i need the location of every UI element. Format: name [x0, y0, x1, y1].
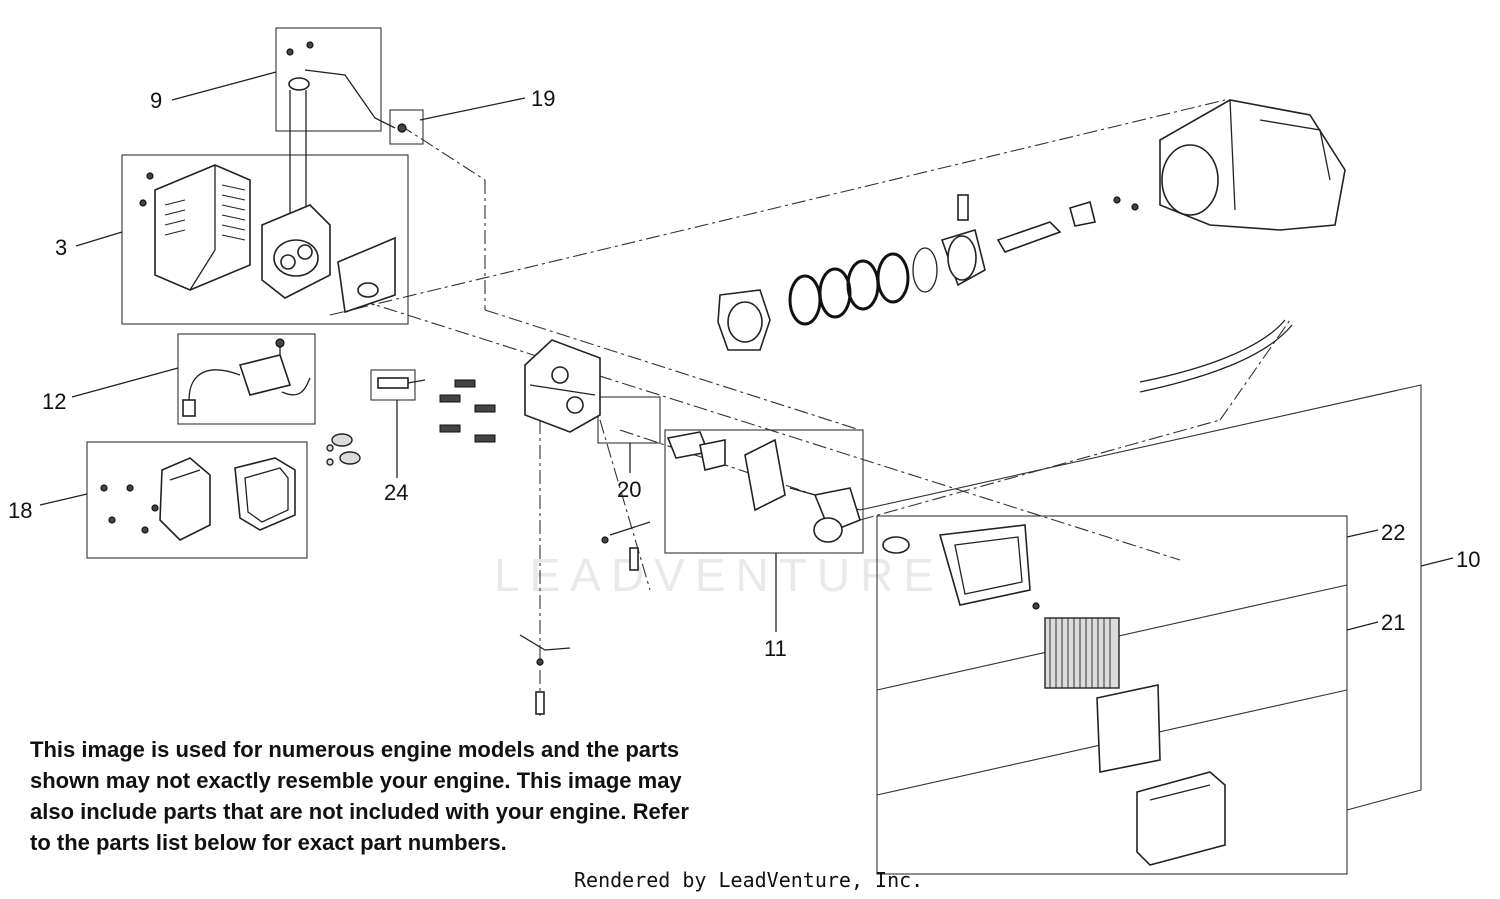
ignition-coil-part [182, 338, 311, 417]
crankcase-part [1159, 99, 1346, 231]
carburetor-part [789, 487, 861, 543]
group-box-3 [121, 154, 409, 325]
disclaimer-text: This image is used for numerous engine m… [30, 737, 689, 855]
piston-part [940, 194, 986, 287]
group-box-11 [664, 429, 864, 554]
valve-cover-part [100, 457, 296, 541]
callout-11: 11 [764, 636, 787, 661]
group-box-22 [876, 515, 1348, 875]
alignment-lines [329, 99, 1291, 720]
group-box-12 [177, 333, 316, 425]
cylinder-head-part [439, 339, 601, 443]
callout-21: 21 [1381, 610, 1405, 635]
valve-springs-part [326, 433, 361, 466]
rendered-by-credit: Rendered by LeadVenture, Inc. [574, 868, 924, 892]
spark-plug-part [377, 377, 426, 389]
watermark-text: LEADVENTURE [494, 549, 944, 601]
callout-19: 19 [531, 86, 555, 111]
callout-20: 20 [617, 477, 641, 502]
piston-rings-part [788, 247, 938, 326]
callout-3: 3 [55, 235, 67, 260]
group-box-20 [597, 396, 661, 444]
callout-22: 22 [1381, 520, 1405, 545]
governor-linkage-part [519, 547, 639, 715]
air-cleaner-cover-part [1136, 771, 1226, 866]
group-box-24 [370, 369, 416, 401]
intake-manifold-part [601, 431, 786, 544]
callout-9: 9 [150, 88, 162, 113]
connecting-rod-part [996, 196, 1139, 253]
group-box-18 [86, 441, 308, 559]
air-filter-element-part [1044, 617, 1120, 689]
breather-hose-part [1139, 319, 1293, 393]
group-box-19 [389, 109, 424, 145]
callout-10: 10 [1456, 547, 1480, 572]
callout-24: 24 [384, 480, 408, 505]
oxygen-sensor-part [286, 41, 396, 230]
leader-lines [39, 71, 1454, 632]
callout-18: 18 [8, 498, 32, 523]
group-box-9 [275, 27, 382, 132]
pre-filter-part [1096, 684, 1161, 773]
clamp-part [397, 123, 407, 133]
muffler-assembly-part [139, 164, 396, 314]
callout-12: 12 [42, 389, 66, 414]
air-cleaner-base-part [882, 524, 1040, 610]
head-gasket-part [717, 289, 771, 351]
